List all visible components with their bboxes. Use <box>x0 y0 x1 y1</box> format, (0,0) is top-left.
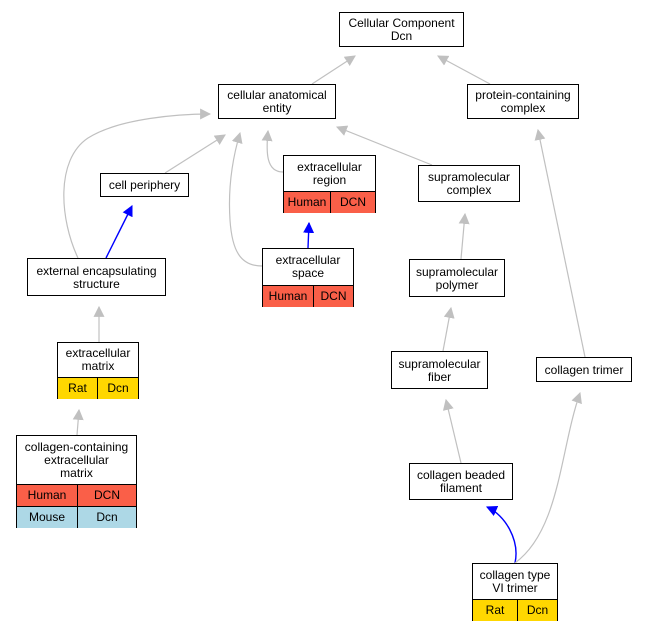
node-smc[interactable]: supramolecular complex <box>418 165 520 202</box>
gene-cell[interactable]: Dcn <box>77 507 136 528</box>
node-title: collagen beaded filament <box>416 468 506 495</box>
species-cell[interactable]: Human <box>284 192 330 213</box>
gene-cell[interactable]: DCN <box>313 286 353 307</box>
edge-pcc-to-root <box>437 55 491 85</box>
node-title: extracellular region <box>297 159 362 187</box>
species-cell[interactable]: Human <box>17 485 77 506</box>
node-smf[interactable]: supramolecular fiber <box>391 351 488 389</box>
node-title: extracellular space <box>275 253 341 280</box>
node-cae[interactable]: cellular anatomical entity <box>218 84 336 119</box>
node-title: collagen-containing extracellular matrix <box>24 439 129 480</box>
edge-ccem-to-em <box>72 408 84 436</box>
gene-cell[interactable]: Dcn <box>97 378 138 399</box>
edge-c6-to-cbf <box>485 506 517 564</box>
species-cell[interactable]: Rat <box>473 600 517 621</box>
node-root[interactable]: Cellular Component Dcn <box>339 12 464 47</box>
gene-cell[interactable]: DCN <box>330 192 375 213</box>
node-title: supramolecular polymer <box>415 264 499 292</box>
edge-cbf-to-smf <box>442 398 462 464</box>
edge-smc-to-cae <box>335 125 433 166</box>
node-pcc[interactable]: protein-containing complex <box>467 84 579 119</box>
edge-cae-to-root <box>311 55 356 85</box>
species-cell[interactable]: Rat <box>58 378 97 399</box>
node-title: supramolecular fiber <box>398 356 481 384</box>
node-title: collagen type VI trimer <box>479 567 551 595</box>
species-cell[interactable]: Human <box>263 286 313 307</box>
node-title: protein-containing complex <box>475 88 571 115</box>
edge-ees-to-cp <box>105 205 133 259</box>
node-cbf[interactable]: collagen beaded filament <box>409 463 513 500</box>
gene-cell[interactable]: Dcn <box>517 600 557 621</box>
node-title: cell periphery <box>108 178 181 192</box>
node-title: Cellular Component Dcn <box>348 16 455 43</box>
node-ccem[interactable]: collagen-containing extracellular matrix… <box>16 435 137 528</box>
node-ct[interactable]: collagen trimer <box>536 357 632 382</box>
node-smp[interactable]: supramolecular polymer <box>409 259 505 297</box>
edge-es-to-er <box>303 221 315 249</box>
edge-cp-to-cae <box>164 134 226 174</box>
node-title: collagen trimer <box>544 362 624 377</box>
node-title: supramolecular complex <box>427 170 511 197</box>
edge-ct-to-pcc <box>534 128 586 358</box>
edge-ees-to-cae <box>63 108 212 259</box>
edge-smp-to-smc <box>458 212 470 260</box>
node-title: external encapsulating structure <box>36 263 157 291</box>
edge-smf-to-smp <box>442 306 455 352</box>
gene-cell[interactable]: DCN <box>77 485 136 506</box>
node-cp[interactable]: cell periphery <box>100 173 189 197</box>
edge-es-to-cae <box>228 131 263 267</box>
edge-c6-to-ct <box>514 391 582 564</box>
species-cell[interactable]: Mouse <box>17 507 77 528</box>
node-ees[interactable]: external encapsulating structure <box>27 258 166 296</box>
node-title: extracellular matrix <box>65 346 131 373</box>
edge-er-to-cae <box>261 129 284 173</box>
node-title: cellular anatomical entity <box>227 88 327 115</box>
